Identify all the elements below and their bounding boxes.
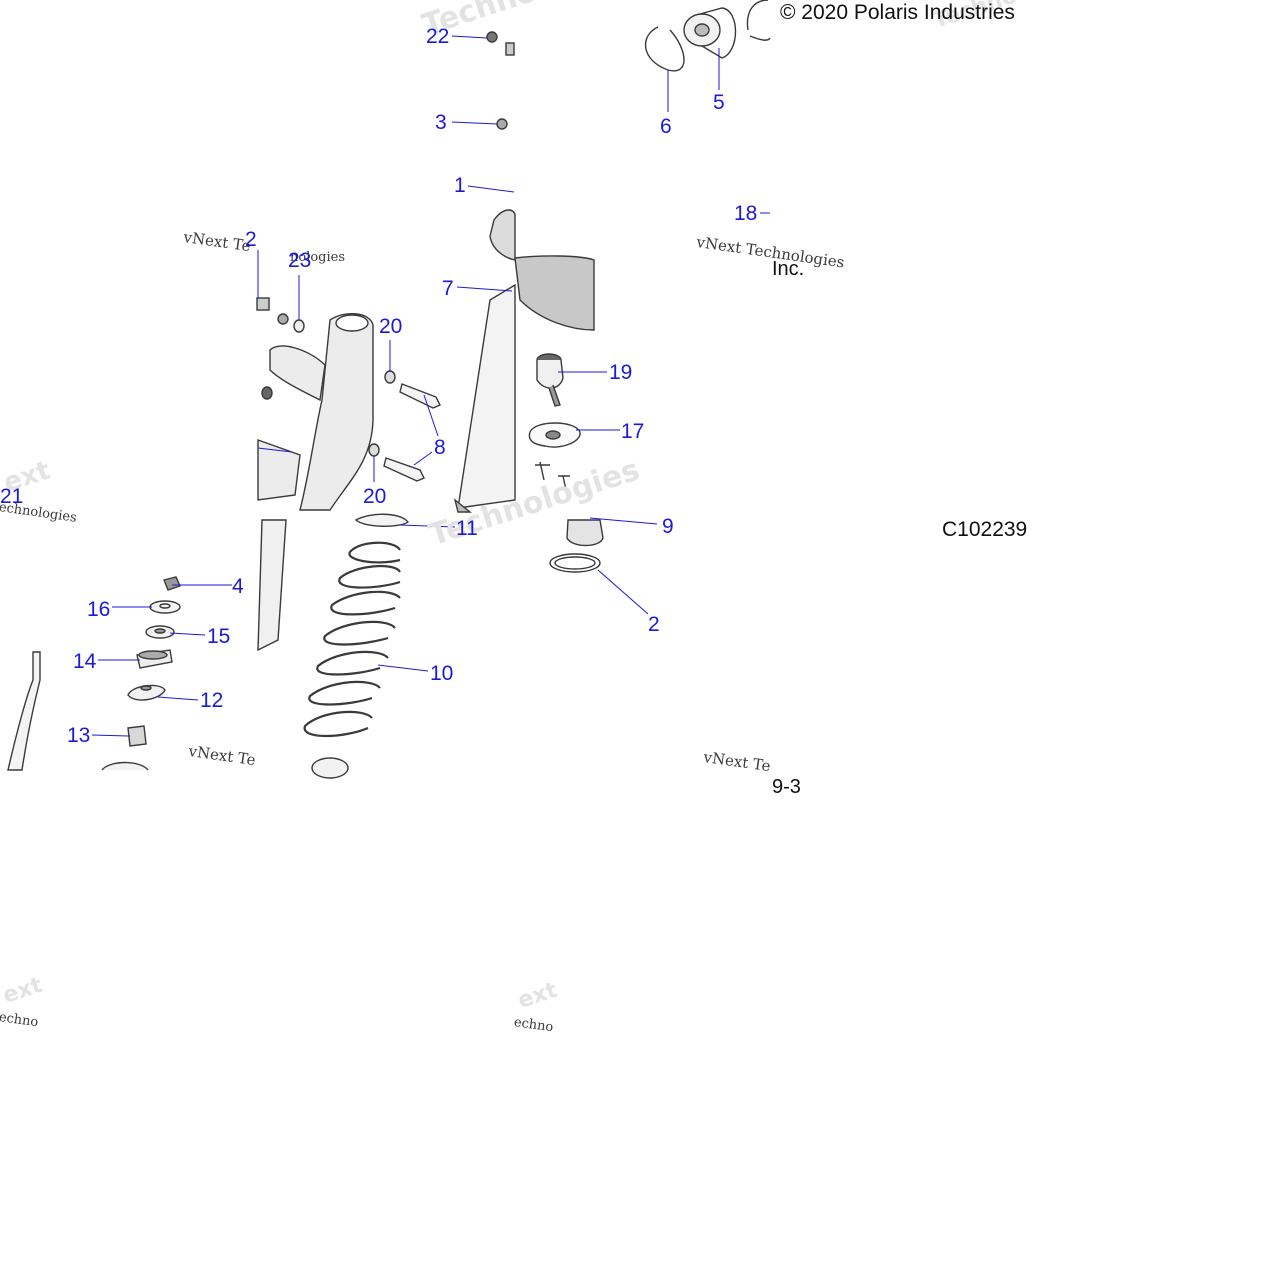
cone-washer-part	[127, 684, 166, 701]
steering-knuckle-part	[257, 313, 374, 511]
callout-2: 2	[648, 613, 660, 636]
lock-nut-part	[163, 576, 181, 591]
callout-6: 6	[660, 115, 672, 138]
boot-part	[566, 519, 604, 547]
sleeve-part	[127, 725, 147, 747]
callout-18: 18	[734, 202, 758, 225]
callout-7: 7	[442, 277, 454, 300]
callout-14: 14	[73, 650, 97, 673]
retaining-ring-part	[644, 26, 685, 72]
callout-11: 11	[456, 517, 478, 540]
callout-20: 20	[379, 315, 403, 338]
bolt-part	[399, 383, 441, 409]
callout-4: 4	[232, 575, 244, 598]
shaft-part	[7, 651, 41, 771]
callout-5: 5	[713, 91, 725, 114]
shock-body-part	[457, 283, 516, 509]
diagram-code-fragment: 9-3	[772, 776, 801, 798]
callout-3: 3	[435, 111, 447, 134]
washer-part	[149, 600, 181, 614]
diagram-code: C102239	[942, 518, 1028, 541]
bolt-part	[383, 457, 425, 482]
watermark-fragment: nologies	[290, 250, 346, 265]
callout-20: 20	[363, 485, 387, 508]
callout-9: 9	[662, 515, 674, 538]
callout-16: 16	[87, 598, 111, 621]
ball-joint-part	[536, 353, 564, 407]
callout-10: 10	[430, 662, 454, 685]
callout-22: 22	[426, 25, 450, 48]
nut-part	[496, 118, 508, 130]
callout-23: 23	[288, 249, 312, 272]
copyright-fragment: Inc.	[772, 258, 805, 280]
callout-21: 21	[0, 485, 24, 508]
coil-spring-part	[303, 541, 401, 738]
callout-1: 1	[454, 174, 466, 197]
callout-15: 15	[207, 625, 231, 648]
callout-13: 13	[67, 724, 91, 747]
callout-8: 8	[434, 436, 446, 459]
nut-part	[486, 31, 498, 43]
copyright-text: © 2020 Polaris Industries	[780, 1, 1015, 24]
leader-lines	[91, 35, 770, 737]
bearing-part	[683, 7, 737, 59]
callout-12: 12	[200, 689, 224, 712]
callout-2: 2	[245, 228, 257, 251]
callout-19: 19	[609, 361, 633, 384]
knuckle-upper-part	[489, 209, 516, 261]
callout-17: 17	[621, 420, 645, 443]
